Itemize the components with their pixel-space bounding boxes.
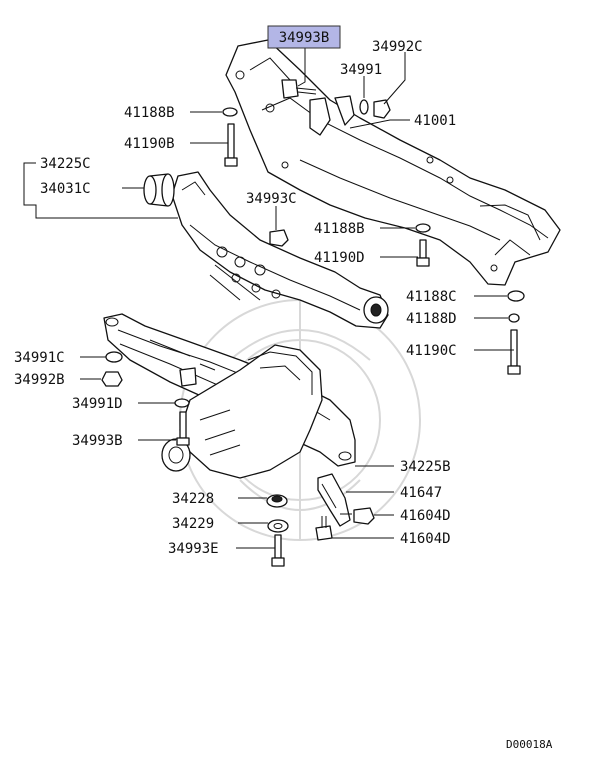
part-labels: 34993B 34992C 34991 41001 41188B 41190B … [14,30,553,751]
washer-41188B-mid[interactable] [415,223,431,233]
label-41604D-b[interactable]: 41604D [400,531,451,547]
label-41647[interactable]: 41647 [400,485,442,501]
washer-41188B-top[interactable] [222,107,238,117]
label-34225C[interactable]: 34225C [40,156,91,172]
label-34228[interactable]: 34228 [172,491,214,507]
bolt-34993B-lower[interactable] [176,411,190,446]
nut-34992B[interactable] [101,371,123,387]
leader-lines [23,48,514,549]
label-41190C[interactable]: 41190C [406,343,457,359]
nut-34992C[interactable] [373,99,391,119]
bracket-41647[interactable] [317,473,351,527]
differential-housing [161,344,323,479]
label-34991C[interactable]: 34991C [14,350,65,366]
washer-34991D[interactable] [174,398,190,408]
bolt-41190B[interactable] [224,123,238,167]
bolt-34993E[interactable] [271,534,285,567]
label-41188B-mid[interactable]: 41188B [314,221,365,237]
stay-34225C [171,171,389,329]
label-41188C[interactable]: 41188C [406,289,457,305]
bolt-41190C[interactable] [507,329,521,375]
stopper-34228[interactable] [266,494,288,508]
label-34992C[interactable]: 34992C [372,39,423,55]
label-34991[interactable]: 34991 [340,62,382,78]
label-41001[interactable]: 41001 [414,113,456,129]
label-41188D[interactable]: 41188D [406,311,457,327]
bushing-34031C[interactable] [143,173,175,207]
bolt-41190D[interactable] [416,239,430,267]
bolt-41604D-b[interactable] [315,516,333,541]
washer-34991C[interactable] [105,351,123,363]
bushing-41188C-seat [363,296,389,324]
diagram-code: D00018A [506,738,553,751]
label-34225B[interactable]: 34225B [400,459,451,475]
bolt-34993C[interactable] [269,220,289,247]
label-34993C[interactable]: 34993C [246,191,297,207]
washer-34991[interactable] [359,99,369,115]
label-34993B-top[interactable]: 34993B [279,30,330,46]
bolt-41604D-a[interactable] [340,507,375,525]
washer-41188C[interactable] [507,290,525,302]
label-41604D-a[interactable]: 41604D [400,508,451,524]
label-34993E[interactable]: 34993E [168,541,219,557]
washer-34229[interactable] [267,519,289,533]
washer-41188D[interactable] [508,313,520,323]
label-34031C[interactable]: 34031C [40,181,91,197]
label-34229[interactable]: 34229 [172,516,214,532]
label-41190D[interactable]: 41190D [314,250,365,266]
label-34992B[interactable]: 34992B [14,372,65,388]
bolt-34993B-top[interactable] [281,79,317,99]
label-34991D[interactable]: 34991D [72,396,123,412]
label-41190B[interactable]: 41190B [124,136,175,152]
label-34993B-lower[interactable]: 34993B [72,433,123,449]
highlight-box [267,25,341,49]
crossmember-41001 [225,39,561,286]
label-41188B-top[interactable]: 41188B [124,105,175,121]
